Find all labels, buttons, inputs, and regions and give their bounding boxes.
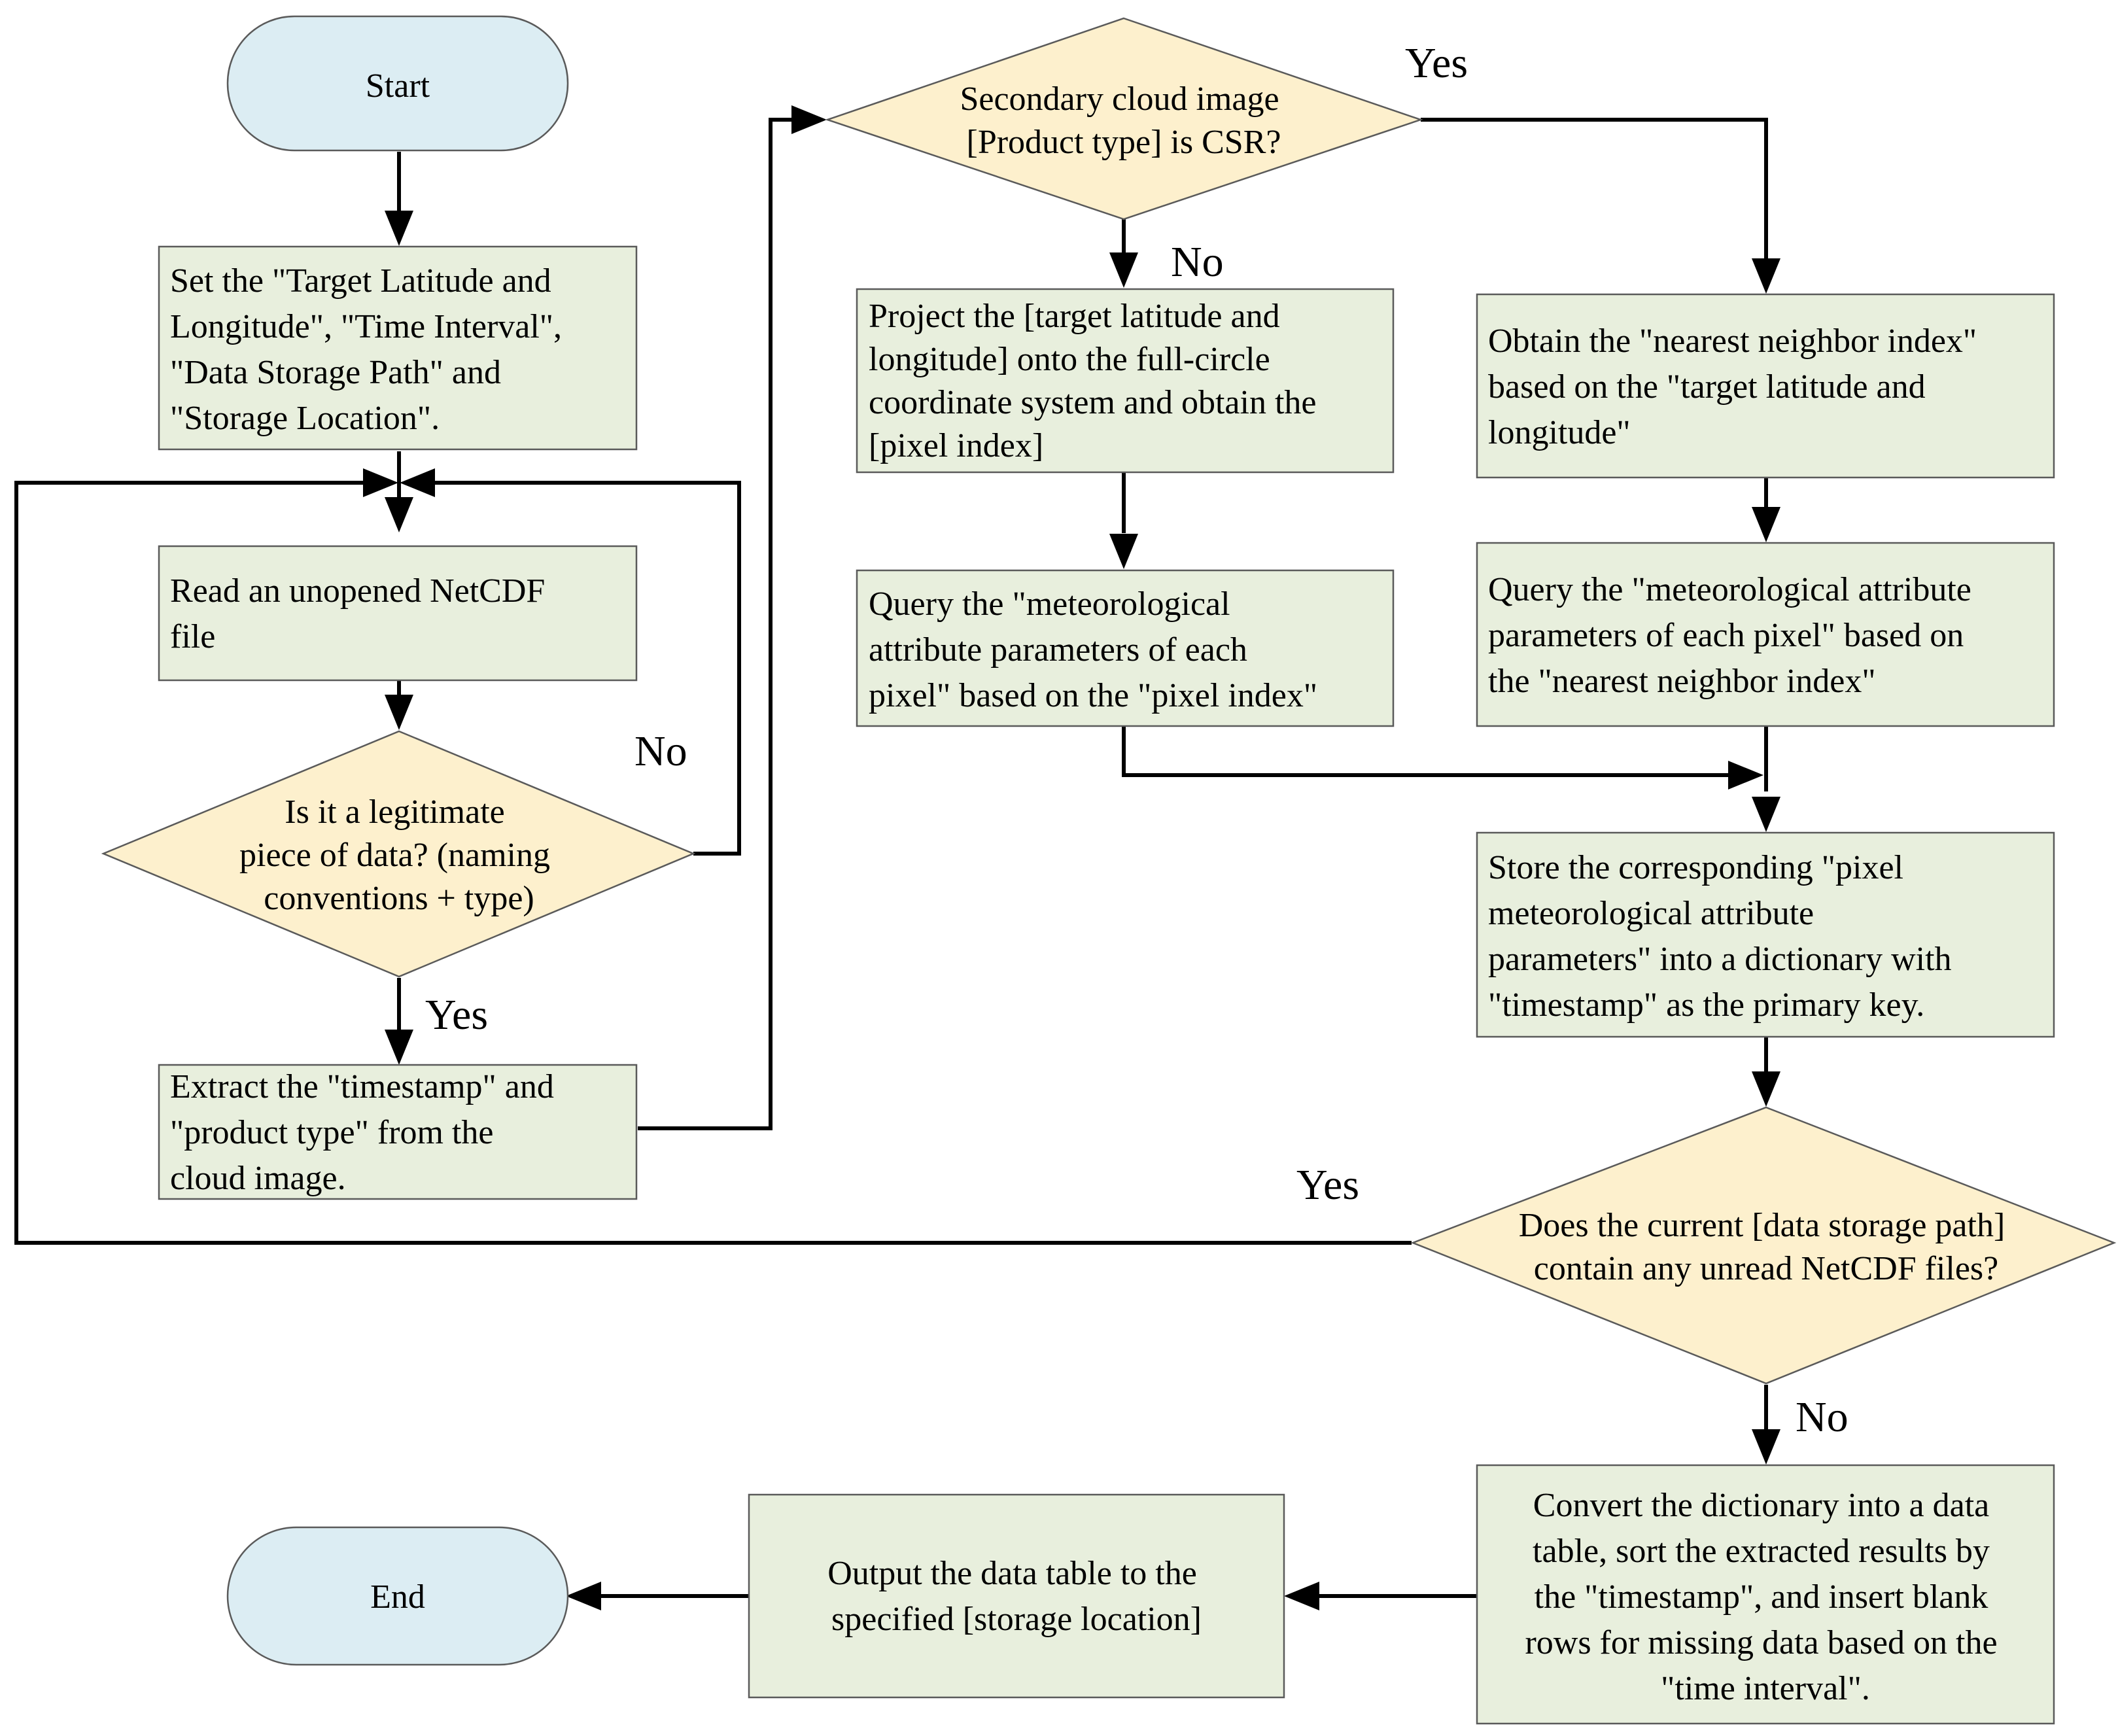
output-text: Output the data table to the specified [… (827, 1555, 1206, 1638)
query-pixel-box: Query the "meteorological attribute para… (856, 569, 1395, 727)
extract-box: Extract the "timestamp" and "product typ… (158, 1064, 638, 1200)
start-terminal: Start (226, 15, 569, 152)
unread-text: Does the current [data storage path] con… (1519, 1207, 2014, 1287)
connector-query-pixel-to-merge (1122, 726, 1728, 777)
csr-no-label: No (1171, 238, 1224, 286)
arrowhead-project (1109, 252, 1138, 288)
query-nn-box: Query the "meteorological attribute para… (1476, 542, 2055, 727)
legit-no-label: No (634, 727, 687, 775)
arrowhead-query-nn (1752, 507, 1780, 542)
arrowhead-unread (1752, 1071, 1780, 1107)
arrowhead-obtain (1752, 258, 1780, 294)
arrow-heads (363, 105, 1780, 1610)
unread-no-label: No (1796, 1393, 1849, 1441)
unread-decision: Does the current [data storage path] con… (1410, 1106, 2117, 1385)
arrowhead-loop-yes (363, 468, 398, 497)
store-text: Store the corresponding "pixel meteorolo… (1488, 849, 1960, 1024)
csr-yes-label: Yes (1405, 39, 1468, 87)
set-params-box: Set the "Target Latitude and Longitude",… (158, 245, 638, 451)
arrowhead-csr (791, 105, 827, 134)
arrowhead-output (1284, 1582, 1319, 1610)
convert-box: Convert the dictionary into a data table… (1476, 1464, 2055, 1725)
project-text: Project the [target latitude and longitu… (869, 298, 1325, 464)
output-box: Output the data table to the specified [… (748, 1493, 1285, 1699)
store-box: Store the corresponding "pixel meteorolo… (1476, 831, 2055, 1038)
set-params-text: Set the "Target Latitude and Longitude",… (170, 262, 570, 437)
arrowhead-end (566, 1582, 601, 1610)
arrowhead-store (1752, 797, 1780, 832)
query-nn-text: Query the "meteorological attribute para… (1488, 571, 1980, 700)
connector-csr-yes-to-obtain (1421, 118, 1768, 260)
connector-unread-yes-loop (14, 481, 1412, 1245)
read-file-box: Read an unopened NetCDF file (158, 545, 638, 682)
end-terminal: End (226, 1526, 569, 1666)
arrowhead-merge (1728, 761, 1763, 790)
legit-text: Is it a legitimate piece of data? (namin… (239, 793, 559, 917)
arrowhead-read (385, 497, 413, 532)
convert-text: Convert the dictionary into a data table… (1525, 1487, 2005, 1707)
arrowhead-loop-no (400, 468, 435, 497)
read-file-text: Read an unopened NetCDF file (170, 572, 553, 655)
arrowhead-set (385, 211, 413, 246)
arrowhead-convert (1752, 1429, 1780, 1465)
obtain-nn-text: Obtain the "nearest neighbor index" base… (1488, 322, 1985, 451)
arrowhead-extract (385, 1030, 413, 1065)
csr-text: Secondary cloud image [Product type] is … (960, 80, 1287, 161)
obtain-nn-box: Obtain the "nearest neighbor index" base… (1476, 293, 2055, 479)
arrowhead-query-pixel (1109, 534, 1138, 569)
start-label: Start (366, 67, 430, 105)
connector-extract-to-csr (638, 118, 795, 1130)
unread-yes-label: Yes (1296, 1161, 1359, 1209)
legit-yes-label: Yes (425, 991, 488, 1039)
csr-decision: Secondary cloud image [Product type] is … (825, 17, 1423, 220)
arrowhead-legit (385, 695, 413, 730)
end-label: End (370, 1578, 425, 1616)
project-box: Project the [target latitude and longitu… (856, 288, 1395, 474)
legit-decision: Is it a legitimate piece of data? (namin… (101, 730, 696, 978)
connectors (14, 118, 1768, 1598)
extract-text: Extract the "timestamp" and "product typ… (170, 1068, 563, 1197)
connector-legit-no-loop (432, 481, 741, 856)
query-pixel-text: Query the "meteorological attribute para… (869, 585, 1317, 714)
